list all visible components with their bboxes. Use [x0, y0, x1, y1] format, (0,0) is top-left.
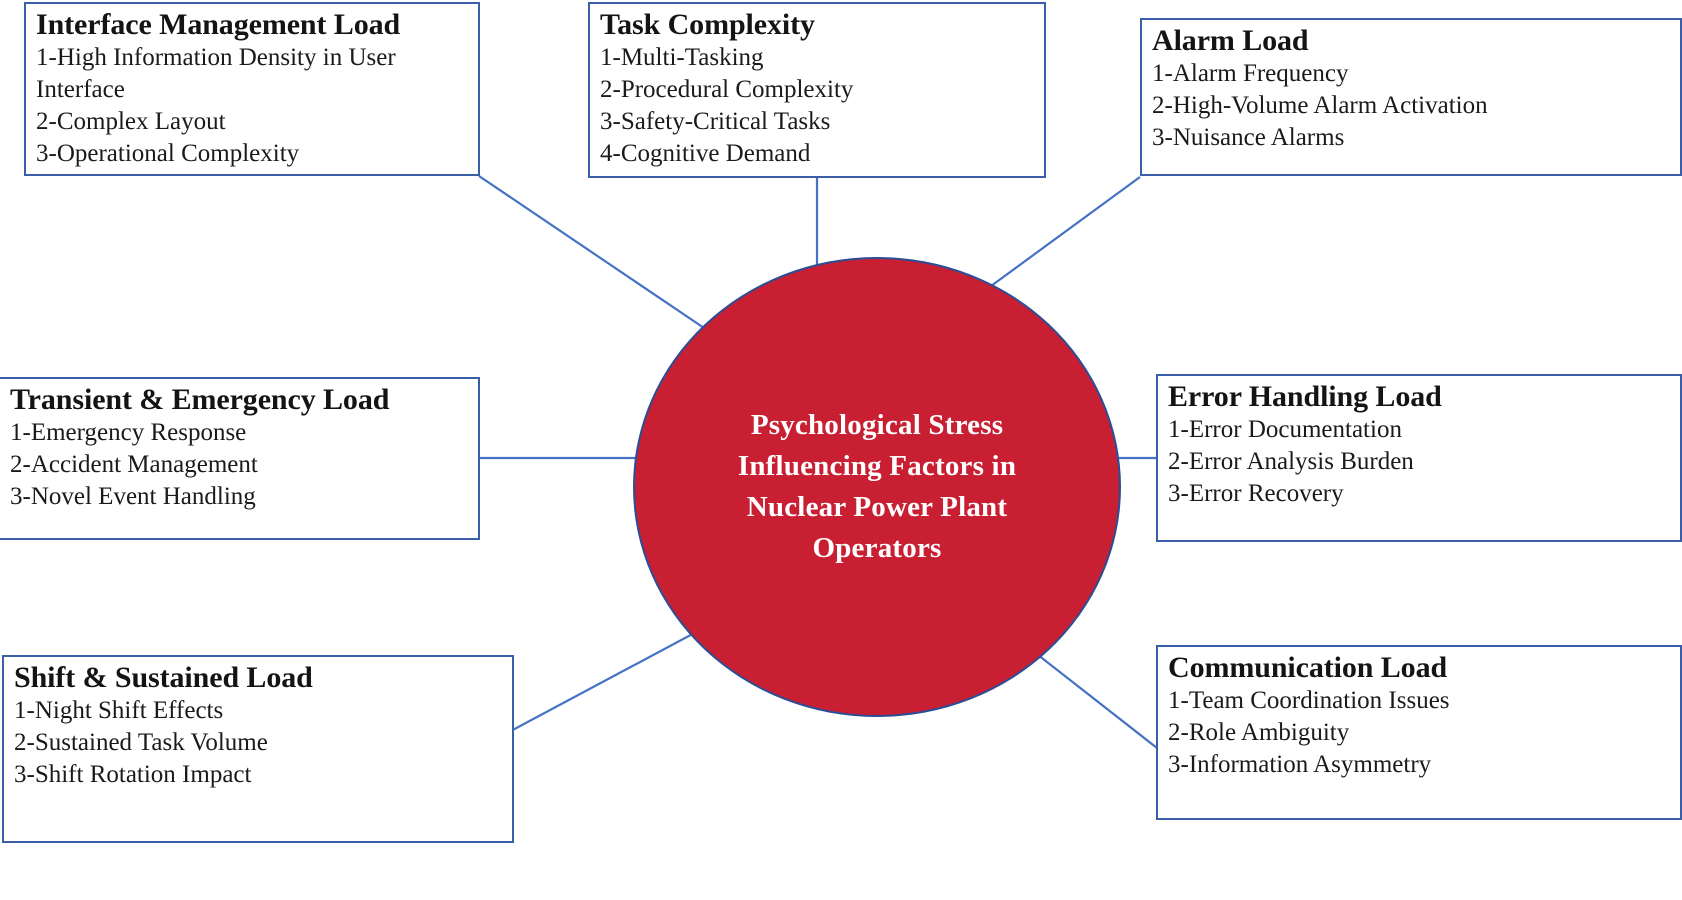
list-item: 1-Error Documentation: [1168, 415, 1402, 443]
list-item: 2-High-Volume Alarm Activation: [1152, 91, 1488, 119]
node-box-task-complexity[interactable]: Task Complexity 1-Multi-Tasking 2-Proced…: [588, 2, 1046, 178]
connector-interface-management-load: [478, 175, 708, 331]
list-item: 2-Accident Management: [10, 450, 258, 478]
list-item: 1-Team Coordination Issues: [1168, 686, 1450, 714]
list-item: 1-Alarm Frequency: [1152, 59, 1349, 87]
center-hub-label: Psychological Stress Influencing Factors…: [737, 408, 1017, 565]
node-title-task-complexity: Task Complexity: [600, 8, 815, 41]
node-title-interface-management-load: Interface Management Load: [36, 8, 401, 41]
node-box-shift-sustained-load[interactable]: Shift & Sustained Load 1-Night Shift Eff…: [2, 655, 514, 843]
list-item: 3-Operational Complexity: [36, 139, 300, 167]
list-item: 1-Emergency Response: [10, 418, 247, 446]
node-list-shift-sustained-load: 1-Night Shift Effects 2-Sustained Task V…: [14, 695, 502, 791]
list-item: 2-Role Ambiguity: [1168, 718, 1350, 746]
list-item: 3-Shift Rotation Impact: [14, 760, 252, 788]
node-title-error-handling-load: Error Handling Load: [1168, 380, 1442, 413]
node-title-transient-emergency-load: Transient & Emergency Load: [10, 383, 390, 416]
node-box-alarm-load[interactable]: Alarm Load 1-Alarm Frequency 2-High-Volu…: [1140, 18, 1682, 176]
list-item: 3-Nuisance Alarms: [1152, 123, 1345, 151]
node-title-shift-sustained-load: Shift & Sustained Load: [14, 661, 313, 694]
node-box-transient-emergency-load[interactable]: Transient & Emergency Load 1-Emergency R…: [0, 377, 480, 540]
node-box-error-handling-load[interactable]: Error Handling Load 1-Error Documentatio…: [1156, 374, 1682, 542]
list-item: 3-Safety-Critical Tasks: [600, 107, 831, 135]
list-item: 2-Sustained Task Volume: [14, 728, 268, 756]
list-item: 2-Error Analysis Burden: [1168, 447, 1414, 475]
node-box-interface-management-load[interactable]: Interface Management Load 1-High Informa…: [24, 2, 480, 176]
list-item: 3-Novel Event Handling: [10, 482, 256, 510]
node-list-communication-load: 1-Team Coordination Issues 2-Role Ambigu…: [1168, 685, 1670, 781]
connector-alarm-load: [975, 176, 1141, 298]
node-title-communication-load: Communication Load: [1168, 651, 1448, 684]
list-item: 3-Information Asymmetry: [1168, 750, 1432, 778]
list-item: 3-Error Recovery: [1168, 479, 1344, 507]
list-item: 1-Night Shift Effects: [14, 696, 224, 724]
node-list-transient-emergency-load: 1-Emergency Response 2-Accident Manageme…: [10, 417, 468, 513]
list-item: 1-High Information Density in User Inter…: [36, 43, 396, 103]
node-list-task-complexity: 1-Multi-Tasking 2-Procedural Complexity …: [600, 42, 1034, 170]
node-list-interface-management-load: 1-High Information Density in User Inter…: [36, 42, 468, 170]
node-list-alarm-load: 1-Alarm Frequency 2-High-Volume Alarm Ac…: [1152, 58, 1670, 154]
node-title-alarm-load: Alarm Load: [1152, 24, 1309, 57]
list-item: 4-Cognitive Demand: [600, 139, 811, 167]
list-item: 1-Multi-Tasking: [600, 43, 764, 71]
node-box-communication-load[interactable]: Communication Load 1-Team Coordination I…: [1156, 645, 1682, 820]
center-hub-circle[interactable]: Psychological Stress Influencing Factors…: [633, 257, 1121, 717]
list-item: 2-Procedural Complexity: [600, 75, 854, 103]
list-item: 2-Complex Layout: [36, 107, 226, 135]
node-list-error-handling-load: 1-Error Documentation 2-Error Analysis B…: [1168, 414, 1670, 510]
